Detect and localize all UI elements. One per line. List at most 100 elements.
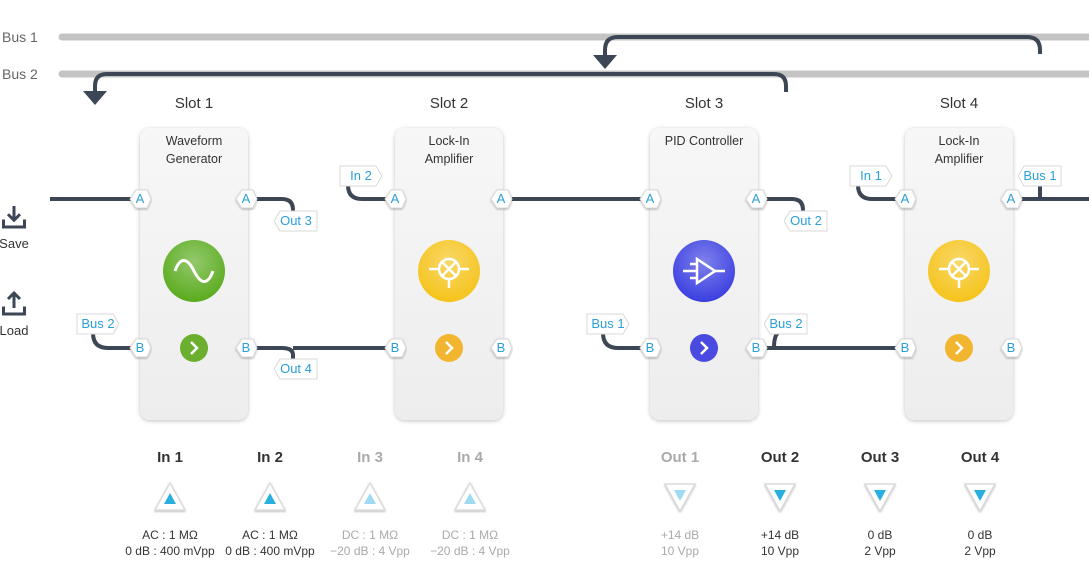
slot-4-output-a-port[interactable]: A <box>999 187 1023 211</box>
input-4-name: In 4 <box>457 449 483 466</box>
amplifier-icon[interactable] <box>673 240 735 302</box>
slot-4-module-name-line1: Lock-In <box>938 134 980 148</box>
input-3-name: In 3 <box>357 449 383 466</box>
output-1-spec-line2: 10 Vpp <box>660 544 700 558</box>
slot-3-output-b-target-tag[interactable]: Bus 2 <box>763 313 808 335</box>
input-1-spec-line1: AC : 1 MΩ <box>142 528 198 542</box>
slot-1-input-b-source-tag-text: Bus 2 <box>81 316 115 331</box>
input-3-button[interactable] <box>353 480 387 514</box>
slot-3-output-a-target-tag[interactable]: Out 2 <box>783 210 828 232</box>
slot-1-output-b-port[interactable]: B <box>234 336 258 360</box>
save-label: Save <box>0 236 29 251</box>
slot-3-module-name-line1: PID Controller <box>664 134 744 148</box>
output-3-spec-line1: 0 dB <box>867 528 893 542</box>
slot-4-title: Slot 4 <box>939 95 979 112</box>
slot-3-input-b-source-tag[interactable]: Bus 1 <box>586 313 630 335</box>
input-2-name: In 2 <box>257 449 283 466</box>
slot-4-output-a-target-tag-text: Bus 1 <box>1023 168 1057 183</box>
slot-3-output-a-port[interactable]: A <box>744 187 768 211</box>
slot-1-output-a-target-tag-text: Out 3 <box>280 213 312 228</box>
mixer-icon[interactable] <box>928 240 990 302</box>
slot-2-input-a-source-tag[interactable]: In 2 <box>339 165 383 187</box>
slot-1-output-a-port[interactable]: A <box>234 187 258 211</box>
slot-2-input-b-port-label: B <box>390 340 400 355</box>
save-icon <box>2 206 26 229</box>
slot-1-input-b-source-tag[interactable]: Bus 2 <box>76 313 120 335</box>
slot-1-enable-button[interactable] <box>179 333 209 363</box>
input-1-name: In 1 <box>157 449 183 466</box>
output-2-button[interactable] <box>763 480 797 514</box>
slot-1-input-b-port[interactable]: B <box>128 336 152 360</box>
slot-1-output-b-target-tag-text: Out 4 <box>280 361 312 376</box>
slot-3-output-b-port[interactable]: B <box>744 336 768 360</box>
wire-slot1-out-a <box>256 197 295 214</box>
output-4-spec-line1: 0 dB <box>967 528 993 542</box>
slot-1-output-a-target-tag[interactable]: Out 3 <box>273 210 318 232</box>
slot-4-input-a-source-tag-text: In 1 <box>860 168 882 183</box>
output-3-name: Out 3 <box>860 449 900 466</box>
triangle-up-icon <box>364 493 376 504</box>
slot-4-enable-button[interactable] <box>944 333 974 363</box>
slot-2-input-a-port-label: A <box>390 191 400 206</box>
slot-2-input-a-port[interactable]: A <box>383 187 407 211</box>
sine-wave-icon[interactable] <box>163 240 225 302</box>
input-3-spec-line2: −20 dB : 4 Vpp <box>330 544 410 558</box>
slot-3-output-b-port-label: B <box>751 340 761 355</box>
input-4-button[interactable] <box>453 480 487 514</box>
slot-4-output-b-port[interactable]: B <box>999 336 1023 360</box>
bus-1-route <box>603 35 1042 56</box>
slot-1-module-name-line1: Waveform <box>165 134 223 148</box>
slot-2-enable-button[interactable] <box>434 333 464 363</box>
input-2-button[interactable] <box>253 480 287 514</box>
slot-2-output-b-port[interactable]: B <box>489 336 513 360</box>
output-4-name: Out 4 <box>960 449 1000 466</box>
slot-3-module-card[interactable]: PID Controller <box>650 128 758 420</box>
slot-3-output-b-target-tag-text: Bus 2 <box>769 316 803 331</box>
chevron-right-icon <box>690 334 718 362</box>
slot-3-input-b-port[interactable]: B <box>638 336 662 360</box>
slot-1-output-b-port-label: B <box>241 340 251 355</box>
bus-1-label: Bus 1 <box>2 29 38 45</box>
wire-slot1-input-b <box>91 332 131 350</box>
slot-2-module-name-line1: Lock-In <box>428 134 470 148</box>
slot-2-input-a-source-tag-text: In 2 <box>350 168 372 183</box>
save-button[interactable]: Save <box>0 203 44 251</box>
slot-4-input-b-port[interactable]: B <box>893 336 917 360</box>
slot-3-input-b-port-label: B <box>645 340 655 355</box>
slot-1-output-b-target-tag[interactable]: Out 4 <box>273 358 318 380</box>
slot-3-input-b-source-tag-text: Bus 1 <box>591 316 625 331</box>
output-1-spec-line1: +14 dB <box>660 528 700 542</box>
bus-2-label: Bus 2 <box>2 66 38 82</box>
slot-2-output-b-port-label: B <box>496 340 506 355</box>
input-1-spec-line2: 0 dB : 400 mVpp <box>125 544 215 558</box>
output-3-button[interactable] <box>863 480 897 514</box>
slot-3-input-a-port-label: A <box>645 191 655 206</box>
slot-2-output-a-port[interactable]: A <box>489 187 513 211</box>
slot-4-input-a-port[interactable]: A <box>893 187 917 211</box>
mixer-icon[interactable] <box>418 240 480 302</box>
input-1-button[interactable] <box>153 480 187 514</box>
slot-1-module-name-line2: Generator <box>165 152 223 166</box>
triangle-up-icon <box>264 493 276 504</box>
output-1-button[interactable] <box>663 480 697 514</box>
triangle-down-icon <box>974 490 986 501</box>
wire-slot2-input-a <box>346 184 386 201</box>
triangle-down-icon <box>874 490 886 501</box>
triangle-down-icon <box>674 490 686 501</box>
slot-3-output-a-port-label: A <box>751 191 761 206</box>
input-4-spec-line1: DC : 1 MΩ <box>441 528 499 542</box>
slot-2-input-b-port[interactable]: B <box>383 336 407 360</box>
slot-2-output-a-port-label: A <box>496 191 506 206</box>
slot-3-input-a-port[interactable]: A <box>638 187 662 211</box>
slot-4-input-a-source-tag[interactable]: In 1 <box>849 165 893 187</box>
load-button[interactable]: Load <box>0 290 44 338</box>
slot-4-output-a-port-label: A <box>1006 191 1016 206</box>
slot-3-enable-button[interactable] <box>689 333 719 363</box>
slot-1-input-a-port[interactable]: A <box>128 187 152 211</box>
slot-1-output-a-port-label: A <box>241 191 251 206</box>
slot-1-title: Slot 1 <box>174 95 214 112</box>
output-4-button[interactable] <box>963 480 997 514</box>
slot-4-output-a-target-tag[interactable]: Bus 1 <box>1017 165 1062 187</box>
